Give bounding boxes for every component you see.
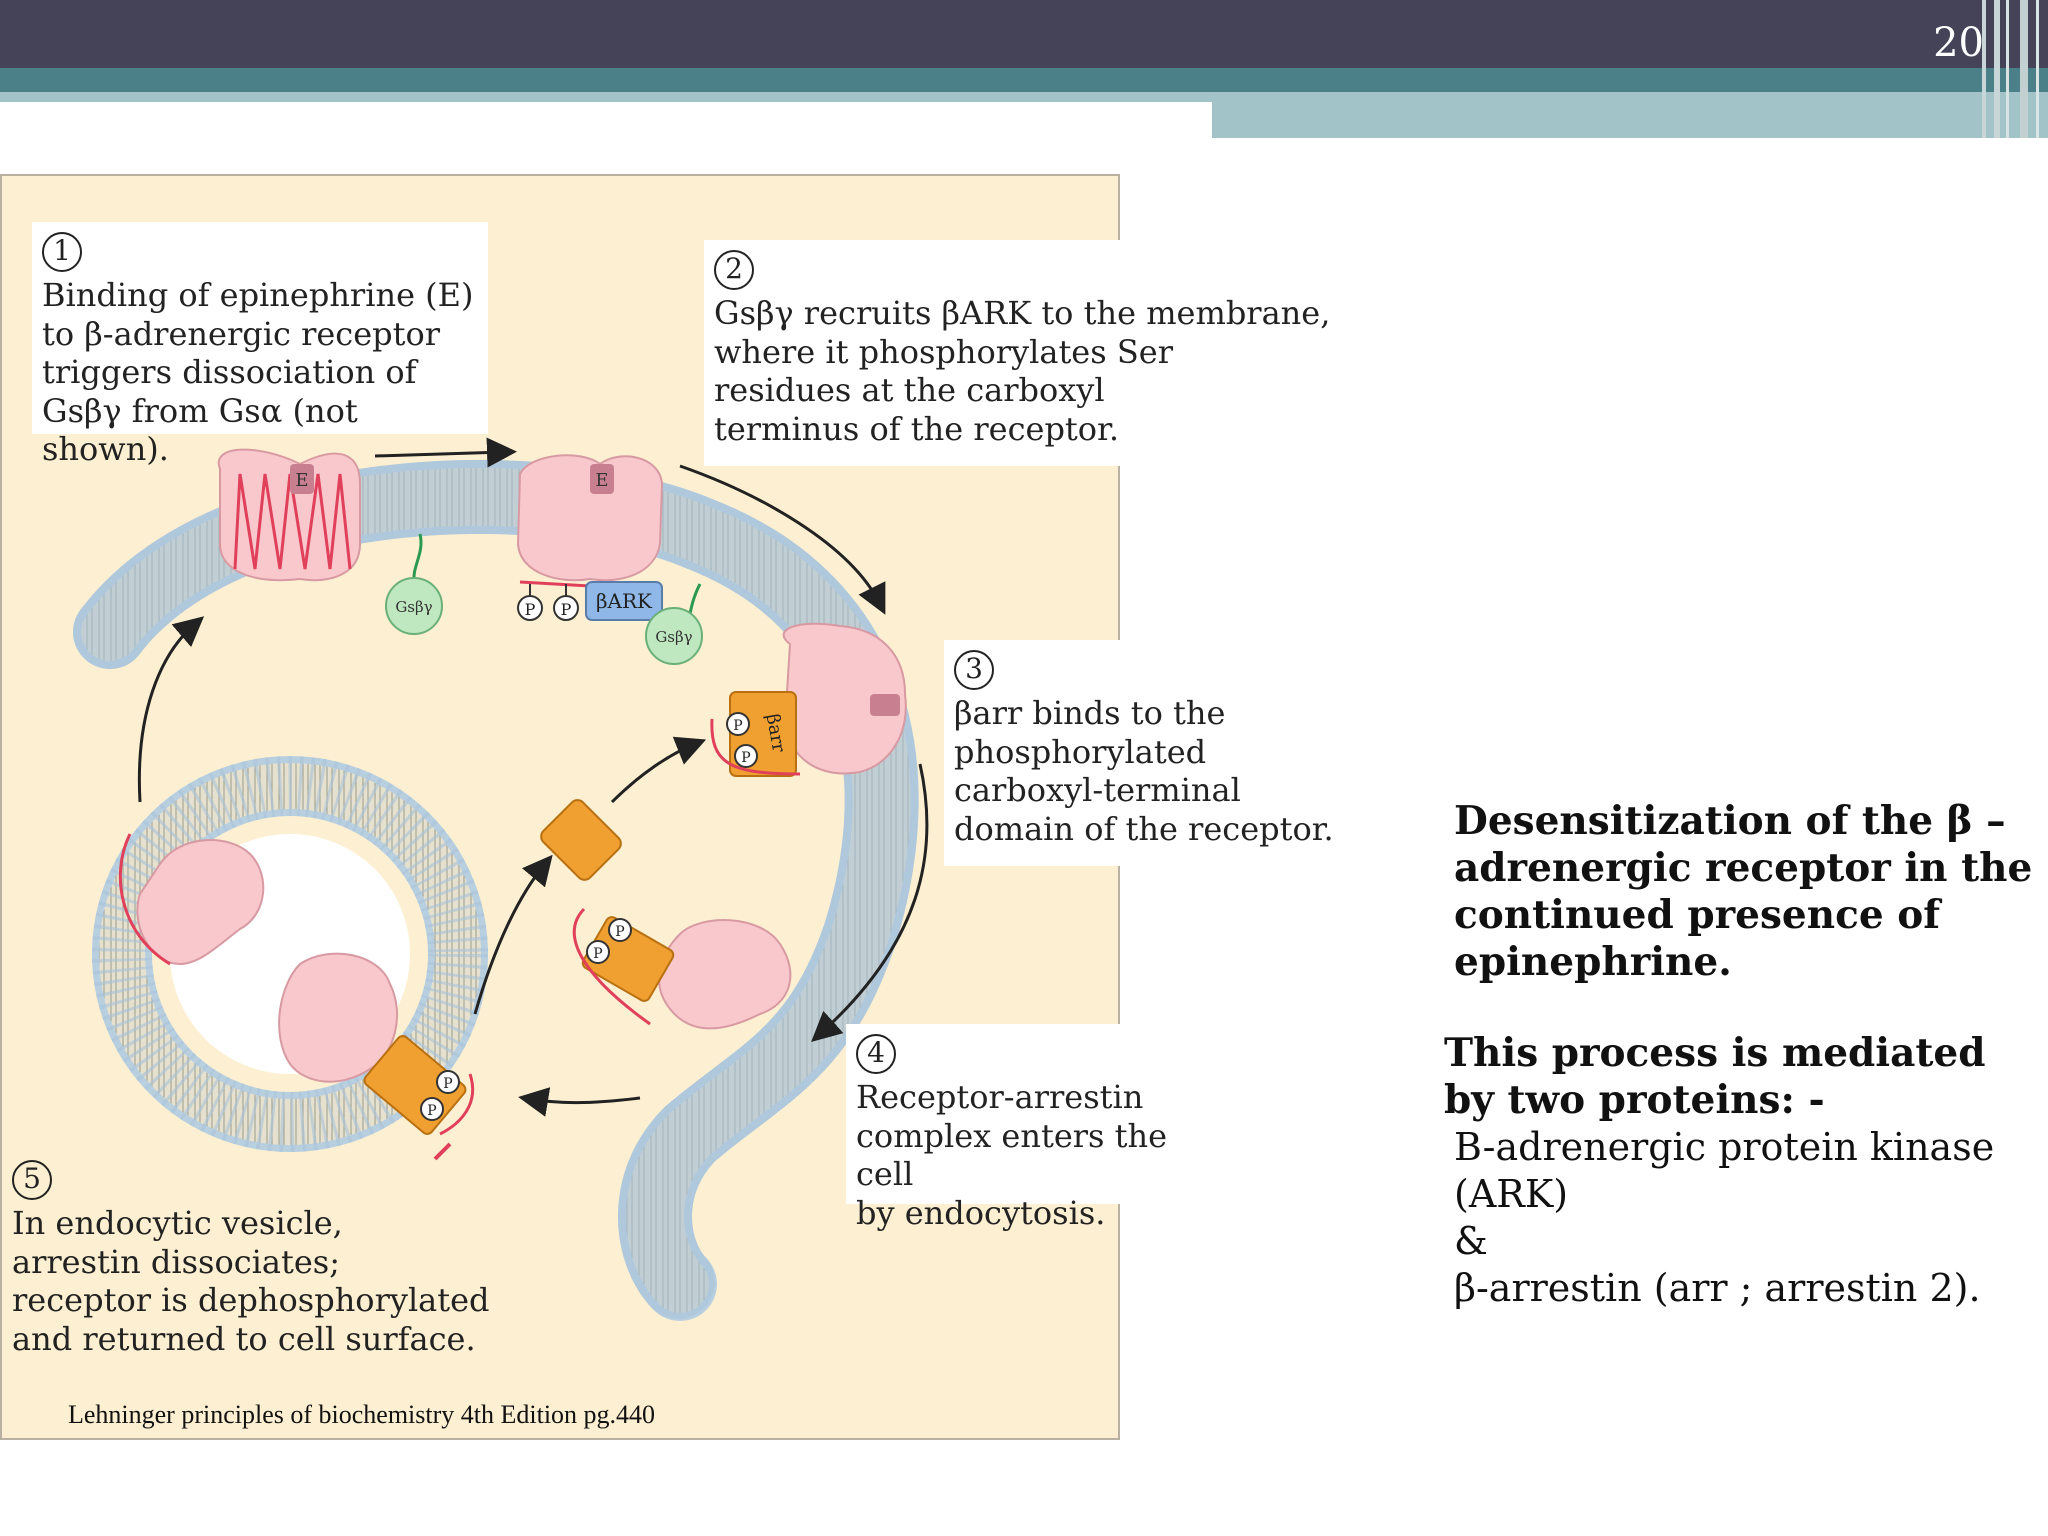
bark-label: βARK	[596, 589, 653, 613]
protein-1: B-adrenergic protein kinase (ARK)	[1454, 1125, 1995, 1216]
caption-step-3: 3 βarr binds to the phosphorylated carbo…	[944, 640, 1344, 866]
epinephrine-label-1: E	[295, 470, 308, 491]
receptor-1: E	[217, 448, 361, 582]
description-mediated: This process is mediated by two proteins…	[1444, 1030, 1986, 1123]
svg-text:P: P	[427, 1103, 436, 1119]
receptor-4	[658, 919, 792, 1030]
vesicle-arrestin: P P	[363, 1035, 475, 1161]
free-arrestin	[540, 799, 622, 881]
receptor-3	[782, 622, 907, 775]
arrestin-bound-1: βarr P P	[710, 691, 801, 777]
arrestin-bound-2: P P	[572, 907, 675, 1026]
cycle-arrows	[137, 437, 929, 1117]
ampersand: &	[1454, 1219, 1488, 1263]
gbg-protein-2: Gsβγ	[645, 583, 703, 665]
description-heading: Desensitization of the β –adrenergic rec…	[1454, 798, 2033, 985]
step-number-2: 2	[714, 250, 754, 290]
gbg-label-2: Gsβγ	[655, 628, 692, 646]
svg-text:P: P	[525, 600, 536, 619]
caption-step-2: 2 Gsβγ recruits βARK to the membrane, wh…	[704, 240, 1364, 466]
step-number-5: 5	[12, 1160, 52, 1200]
caption-step-1: 1 Binding of epinephrine (E) to β-adrene…	[32, 222, 488, 468]
figure-source: Lehninger principles of biochemistry 4th…	[68, 1400, 656, 1429]
header-right-block	[1212, 92, 2048, 138]
svg-text:P: P	[615, 924, 624, 940]
step-number-1: 1	[42, 232, 82, 272]
phosphate-pair-1: P P	[517, 584, 579, 621]
step-number-4: 4	[856, 1034, 896, 1074]
svg-text:P: P	[443, 1076, 452, 1092]
step-number-3: 3	[954, 650, 994, 690]
caption-step-5: 5 In endocytic vesicle, arrestin dissoci…	[12, 1160, 490, 1358]
desensitization-diagram: E E βARK P P Gsβγ Gsβγ βarr P	[73, 437, 929, 1321]
header-teal-band	[0, 68, 2048, 92]
gbg-protein-1: Gsβγ	[385, 533, 443, 635]
slide-number: 20	[1933, 20, 1984, 66]
receptor-2: E	[516, 454, 664, 588]
bark-protein: βARK	[585, 581, 663, 621]
description-block: Desensitization of the β –adrenergic rec…	[1444, 798, 2034, 1312]
svg-text:P: P	[593, 946, 602, 962]
header-bar	[0, 0, 2048, 68]
vesicle-receptor-1	[118, 833, 265, 966]
epinephrine-label-2: E	[595, 470, 608, 491]
gbg-label-1: Gsβγ	[395, 598, 432, 616]
vesicle-receptor-2	[278, 952, 398, 1083]
svg-text:P: P	[733, 718, 742, 734]
svg-text:P: P	[741, 750, 750, 766]
header-light-band	[0, 92, 1212, 102]
svg-text:P: P	[561, 600, 572, 619]
header-stripes	[1982, 0, 2039, 138]
caption-step-4: 4 Receptor-arrestin complex enters the c…	[846, 1024, 1226, 1232]
protein-2: β-arrestin (arr ; arrestin 2).	[1454, 1266, 1981, 1310]
